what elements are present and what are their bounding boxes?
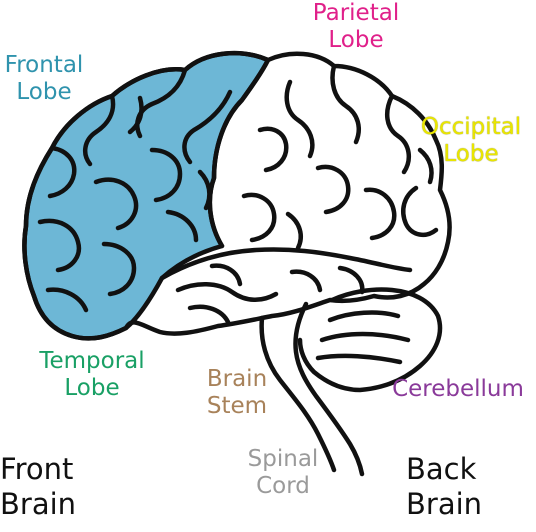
cerebellum-shape [297, 287, 443, 393]
cerebellum-label: Cerebellum [392, 376, 524, 402]
brain-stem-shape [259, 315, 337, 473]
